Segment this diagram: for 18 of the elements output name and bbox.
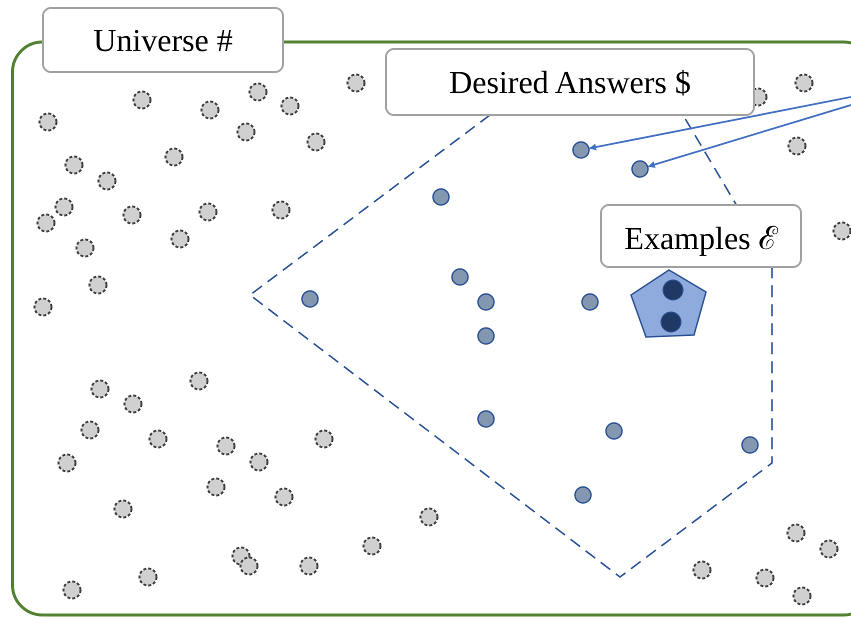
arrow [648, 104, 851, 168]
answer-dot [451, 268, 469, 286]
answer-dot [572, 141, 590, 159]
answer-dot [574, 486, 592, 504]
answer-dot [605, 422, 623, 440]
region-label: Examples ℰ [600, 204, 802, 268]
answer-dot [432, 188, 450, 206]
answer-dot [631, 160, 649, 178]
answer-dot [301, 290, 319, 308]
answer-dot [741, 436, 759, 454]
answer-dot [477, 327, 495, 345]
arrow [589, 96, 851, 150]
answer-dot [477, 410, 495, 428]
region-label: Universe # [42, 7, 284, 73]
answer-dot [581, 293, 599, 311]
region-label: Desired Answers $ [385, 48, 755, 116]
universe-region [10, 5, 851, 617]
answer-dot [477, 293, 495, 311]
